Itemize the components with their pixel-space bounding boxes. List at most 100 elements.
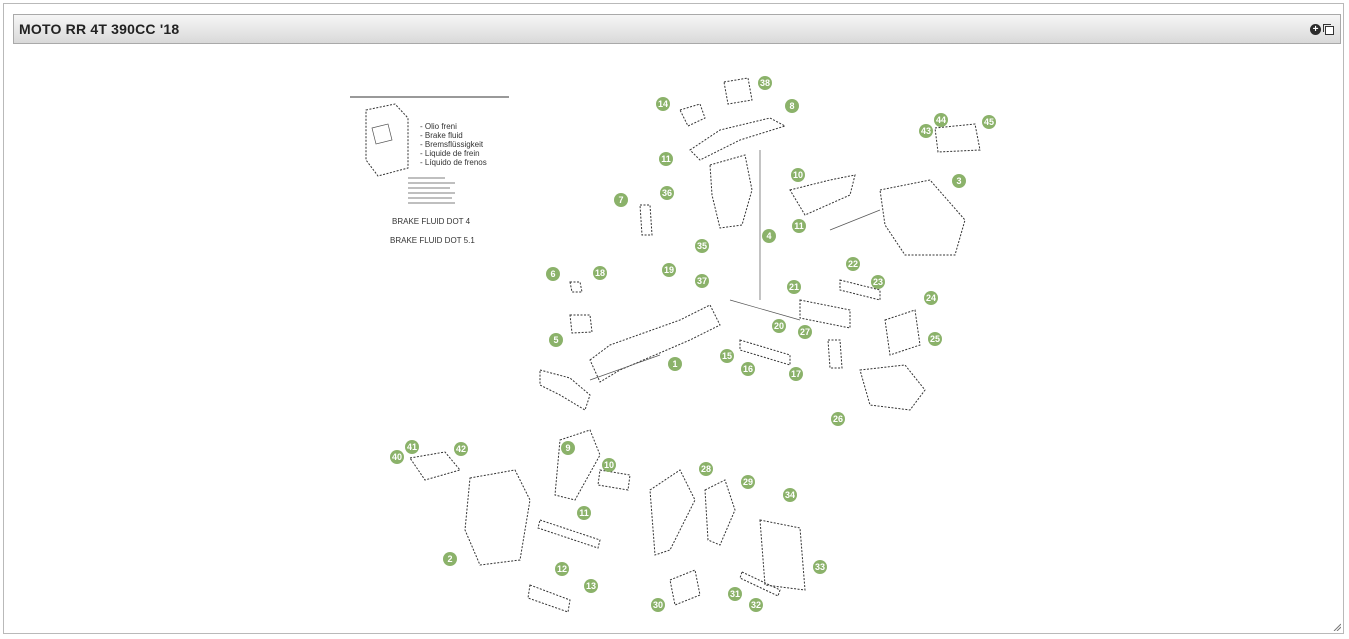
- callout-42[interactable]: 42: [454, 442, 468, 456]
- callout-bubble[interactable]: [695, 274, 709, 288]
- callout-label[interactable]: 40: [392, 452, 402, 462]
- callout-41[interactable]: 41: [405, 440, 419, 454]
- callout-label[interactable]: 14: [658, 99, 668, 109]
- callout-label[interactable]: 30: [653, 600, 663, 610]
- callout-19[interactable]: 19: [662, 263, 676, 277]
- callout-bubble[interactable]: [662, 263, 676, 277]
- plus-circle-icon[interactable]: +: [1310, 24, 1321, 35]
- callout-label[interactable]: 24: [926, 293, 936, 303]
- callout-label[interactable]: 42: [456, 444, 466, 454]
- callout-bubble[interactable]: [561, 441, 575, 455]
- callout-18[interactable]: 18: [593, 266, 607, 280]
- callout-bubble[interactable]: [871, 275, 885, 289]
- callout-bubble[interactable]: [741, 475, 755, 489]
- callout-22[interactable]: 22: [846, 257, 860, 271]
- callout-14[interactable]: 14: [656, 97, 670, 111]
- callout-label[interactable]: 31: [730, 589, 740, 599]
- callout-8[interactable]: 8: [785, 99, 799, 113]
- callout-bubble[interactable]: [846, 257, 860, 271]
- callout-bubble[interactable]: [982, 115, 996, 129]
- callout-38[interactable]: 38: [758, 76, 772, 90]
- callout-bubble[interactable]: [758, 76, 772, 90]
- callout-34[interactable]: 34: [783, 488, 797, 502]
- callout-bubble[interactable]: [798, 325, 812, 339]
- callout-bubble[interactable]: [695, 239, 709, 253]
- callout-bubble[interactable]: [660, 186, 674, 200]
- callout-label[interactable]: 10: [793, 170, 803, 180]
- callout-bubble[interactable]: [720, 349, 734, 363]
- callout-33[interactable]: 33: [813, 560, 827, 574]
- callout-bubble[interactable]: [813, 560, 827, 574]
- callout-bubble[interactable]: [593, 266, 607, 280]
- callout-label[interactable]: 27: [800, 327, 810, 337]
- callout-bubble[interactable]: [749, 598, 763, 612]
- callout-bubble[interactable]: [934, 113, 948, 127]
- callout-9[interactable]: 9: [561, 441, 575, 455]
- callout-bubble[interactable]: [831, 412, 845, 426]
- callout-31[interactable]: 31: [728, 587, 742, 601]
- callout-label[interactable]: 21: [789, 282, 799, 292]
- callout-bubble[interactable]: [741, 362, 755, 376]
- callout-20[interactable]: 20: [772, 319, 786, 333]
- callout-bubble[interactable]: [789, 367, 803, 381]
- callout-29[interactable]: 29: [741, 475, 755, 489]
- callout-label[interactable]: 37: [697, 276, 707, 286]
- callout-13[interactable]: 13: [584, 579, 598, 593]
- callout-10[interactable]: 10: [791, 168, 805, 182]
- callout-label[interactable]: 38: [760, 78, 770, 88]
- callout-17[interactable]: 17: [789, 367, 803, 381]
- callout-bubble[interactable]: [443, 552, 457, 566]
- callout-bubble[interactable]: [454, 442, 468, 456]
- callout-bubble[interactable]: [405, 440, 419, 454]
- callout-bubble[interactable]: [762, 229, 776, 243]
- callout-bubble[interactable]: [791, 168, 805, 182]
- callout-label[interactable]: 35: [697, 241, 707, 251]
- window-icon[interactable]: [1323, 24, 1334, 35]
- callout-26[interactable]: 26: [831, 412, 845, 426]
- callout-21[interactable]: 21: [787, 280, 801, 294]
- callout-label[interactable]: 17: [791, 369, 801, 379]
- callout-bubble[interactable]: [577, 506, 591, 520]
- callout-label[interactable]: 23: [873, 277, 883, 287]
- callout-label[interactable]: 29: [743, 477, 753, 487]
- callout-27[interactable]: 27: [798, 325, 812, 339]
- callout-label[interactable]: 8: [789, 101, 794, 111]
- callout-label[interactable]: 25: [930, 334, 940, 344]
- callout-label[interactable]: 13: [586, 581, 596, 591]
- callout-label[interactable]: 10: [604, 460, 614, 470]
- callout-label[interactable]: 2: [447, 554, 452, 564]
- callout-label[interactable]: 11: [794, 221, 804, 231]
- callout-11[interactable]: 11: [577, 506, 591, 520]
- callout-label[interactable]: 4: [766, 231, 771, 241]
- callout-10[interactable]: 10: [602, 458, 616, 472]
- callout-5[interactable]: 5: [549, 333, 563, 347]
- callout-11[interactable]: 11: [792, 219, 806, 233]
- callout-bubble[interactable]: [728, 587, 742, 601]
- callout-bubble[interactable]: [924, 291, 938, 305]
- callout-label[interactable]: 7: [618, 195, 623, 205]
- callout-label[interactable]: 19: [664, 265, 674, 275]
- callout-label[interactable]: 18: [595, 268, 605, 278]
- callout-label[interactable]: 15: [722, 351, 732, 361]
- callout-bubble[interactable]: [651, 598, 665, 612]
- callout-bubble[interactable]: [614, 193, 628, 207]
- callout-15[interactable]: 15: [720, 349, 734, 363]
- callout-label[interactable]: 16: [743, 364, 753, 374]
- callout-2[interactable]: 2: [443, 552, 457, 566]
- callout-bubble[interactable]: [549, 333, 563, 347]
- resize-grip-icon[interactable]: [1333, 623, 1341, 631]
- callout-28[interactable]: 28: [699, 462, 713, 476]
- callout-37[interactable]: 37: [695, 274, 709, 288]
- callout-label[interactable]: 36: [662, 188, 672, 198]
- callout-label[interactable]: 9: [565, 443, 570, 453]
- callout-bubble[interactable]: [787, 280, 801, 294]
- callout-1[interactable]: 1: [668, 357, 682, 371]
- callout-bubble[interactable]: [699, 462, 713, 476]
- callout-label[interactable]: 26: [833, 414, 843, 424]
- callout-label[interactable]: 11: [579, 508, 589, 518]
- callout-label[interactable]: 11: [661, 154, 671, 164]
- callout-label[interactable]: 41: [407, 442, 417, 452]
- callout-bubble[interactable]: [783, 488, 797, 502]
- callout-40[interactable]: 40: [390, 450, 404, 464]
- callout-bubble[interactable]: [390, 450, 404, 464]
